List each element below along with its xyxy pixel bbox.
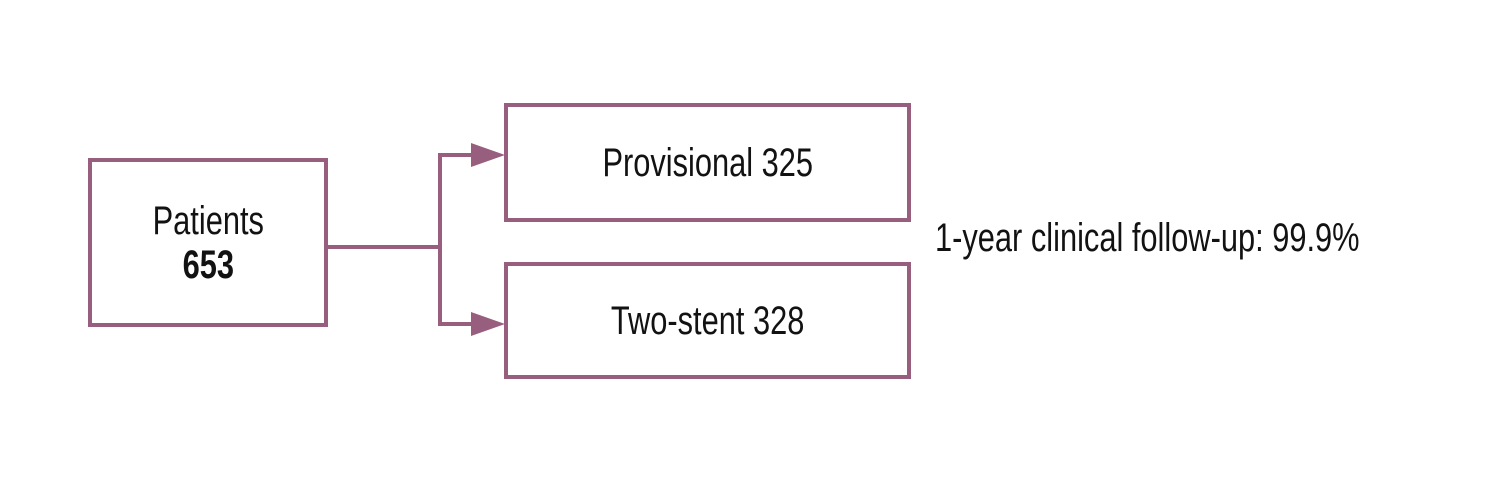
patients-box: Patients 653 bbox=[88, 158, 328, 327]
two-stent-label: Two-stent bbox=[610, 298, 745, 343]
two-stent-count: 328 bbox=[752, 298, 805, 343]
patients-label: Patients bbox=[152, 198, 264, 243]
two-stent-box-text: Two-stent 328 bbox=[611, 301, 804, 341]
patients-count: 653 bbox=[182, 242, 234, 287]
provisional-box: Provisional 325 bbox=[504, 103, 911, 222]
provisional-label: Provisional bbox=[602, 140, 753, 185]
arrowhead-provisional-icon bbox=[471, 143, 505, 167]
patients-box-text: Patients 653 bbox=[152, 199, 263, 287]
arrowhead-two-stent-icon bbox=[471, 312, 505, 336]
provisional-box-text: Provisional 325 bbox=[602, 143, 813, 183]
follow-up-annotation: 1-year clinical follow-up: 99.9% bbox=[935, 218, 1486, 258]
two-stent-box: Two-stent 328 bbox=[504, 262, 911, 379]
provisional-count: 325 bbox=[761, 140, 813, 185]
follow-up-annotation-text: 1-year clinical follow-up: 99.9% bbox=[935, 216, 1360, 260]
